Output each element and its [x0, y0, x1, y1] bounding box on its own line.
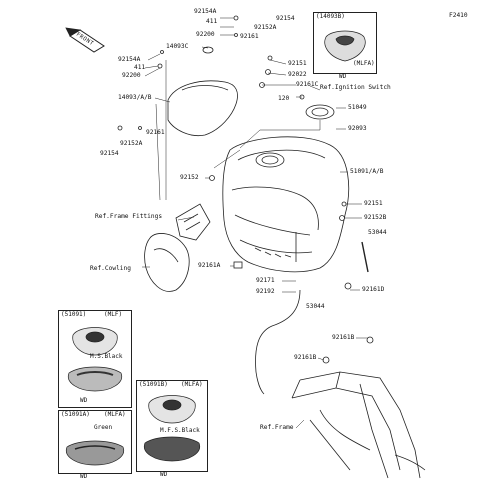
label-53044-bottom: 53044 — [306, 303, 325, 310]
frame — [291, 371, 426, 479]
inset-14093b-variant: (MLFA) — [353, 60, 375, 67]
label-92161b-right: 92161B — [332, 334, 355, 341]
inset-51091a-caption: Green — [94, 424, 113, 431]
label-92152b: 92152B — [364, 214, 387, 221]
label-92200-top: 92200 — [196, 31, 215, 38]
label-92161-left: 92161 — [146, 129, 165, 136]
label-92200-left: 92200 — [122, 72, 141, 79]
inset-51091b-variant: (MLFA) — [181, 381, 203, 388]
inset-51091b-mlfa — [136, 380, 208, 472]
inset-51091a-variant: (MLFA) — [104, 411, 126, 418]
label-92022: 92022 — [288, 71, 307, 78]
label-92161c: 92161C — [296, 81, 319, 88]
inset-51091a-mlfa — [58, 410, 132, 474]
fuel-tank — [222, 136, 350, 273]
label-92161-top: 92161 — [240, 33, 259, 40]
tank-cover — [167, 46, 238, 137]
label-411-top: 411 — [206, 18, 218, 25]
inset-51091-part: (51091) — [61, 311, 87, 318]
inset-51091-variant: (MLF) — [104, 311, 123, 318]
label-53044-right: 53044 — [368, 229, 387, 236]
inset-14093b — [313, 12, 377, 74]
label-92154a-top: 92154A — [194, 8, 217, 15]
label-92152a-left: 92152A — [120, 140, 143, 147]
label-92192: 92192 — [256, 288, 275, 295]
label-51091ab: 51091/A/B — [350, 168, 384, 175]
label-ref-frame-fittings: Ref.Frame Fittings — [95, 213, 163, 220]
label-92093: 92093 — [348, 125, 367, 132]
frame-fittings — [175, 203, 211, 241]
breather-hose — [255, 289, 301, 395]
tank-variant-mfs-icon — [143, 395, 201, 462]
label-92152-mid: 92152 — [180, 174, 199, 181]
label-411-left: 411 — [134, 64, 146, 71]
label-14093c: 14093C — [166, 43, 189, 50]
inset-51091b-caption: M.F.S.Black — [160, 427, 200, 434]
label-ref-cowling: Ref.Cowling — [90, 265, 131, 272]
label-92154-top: 92154 — [276, 15, 295, 22]
label-92151-top: 92151 — [288, 60, 307, 67]
inset-51091b-part: (51091B) — [139, 381, 168, 388]
label-92154-left: 92154 — [100, 150, 119, 157]
label-51049: 51049 — [348, 104, 367, 111]
inset-51091a-part: (51091A) — [61, 411, 90, 418]
diagram-code: F2410 — [449, 12, 468, 19]
label-ref-ignition-switch: Ref.Ignition Switch — [320, 84, 391, 91]
inset-51091-caption: M.S.Black — [90, 353, 123, 360]
inset-14093b-part: (14093B) — [316, 13, 345, 20]
label-92161a: 92161A — [198, 262, 221, 269]
inset-51091a-note: WD — [80, 473, 88, 480]
cowling — [144, 233, 190, 292]
inset-51091-note: WD — [80, 397, 88, 404]
tank-cover-variant-icon — [324, 30, 366, 62]
label-92171: 92171 — [256, 277, 275, 284]
tank-variant-mlf-icon — [67, 327, 123, 392]
label-92161b-left: 92161B — [294, 354, 317, 361]
rod — [361, 241, 369, 273]
front-arrow-icon: FRONT — [65, 27, 105, 53]
filler-cap — [305, 104, 335, 120]
label-14093ab: 14093/A/B — [118, 94, 152, 101]
label-ref-frame: Ref.Frame — [260, 424, 294, 431]
tank-variant-green-icon — [65, 440, 125, 466]
label-92151-right: 92151 — [364, 200, 383, 207]
leader-lines — [142, 17, 368, 429]
label-92161d: 92161D — [362, 286, 385, 293]
label-92154a-left: 92154A — [118, 56, 141, 63]
inset-51091-mlf — [58, 310, 132, 408]
inset-14093b-note: WD — [339, 73, 347, 80]
label-92152a-top: 92152A — [254, 24, 277, 31]
label-120: 120 — [278, 95, 290, 102]
inset-51091b-note: WD — [160, 471, 168, 478]
